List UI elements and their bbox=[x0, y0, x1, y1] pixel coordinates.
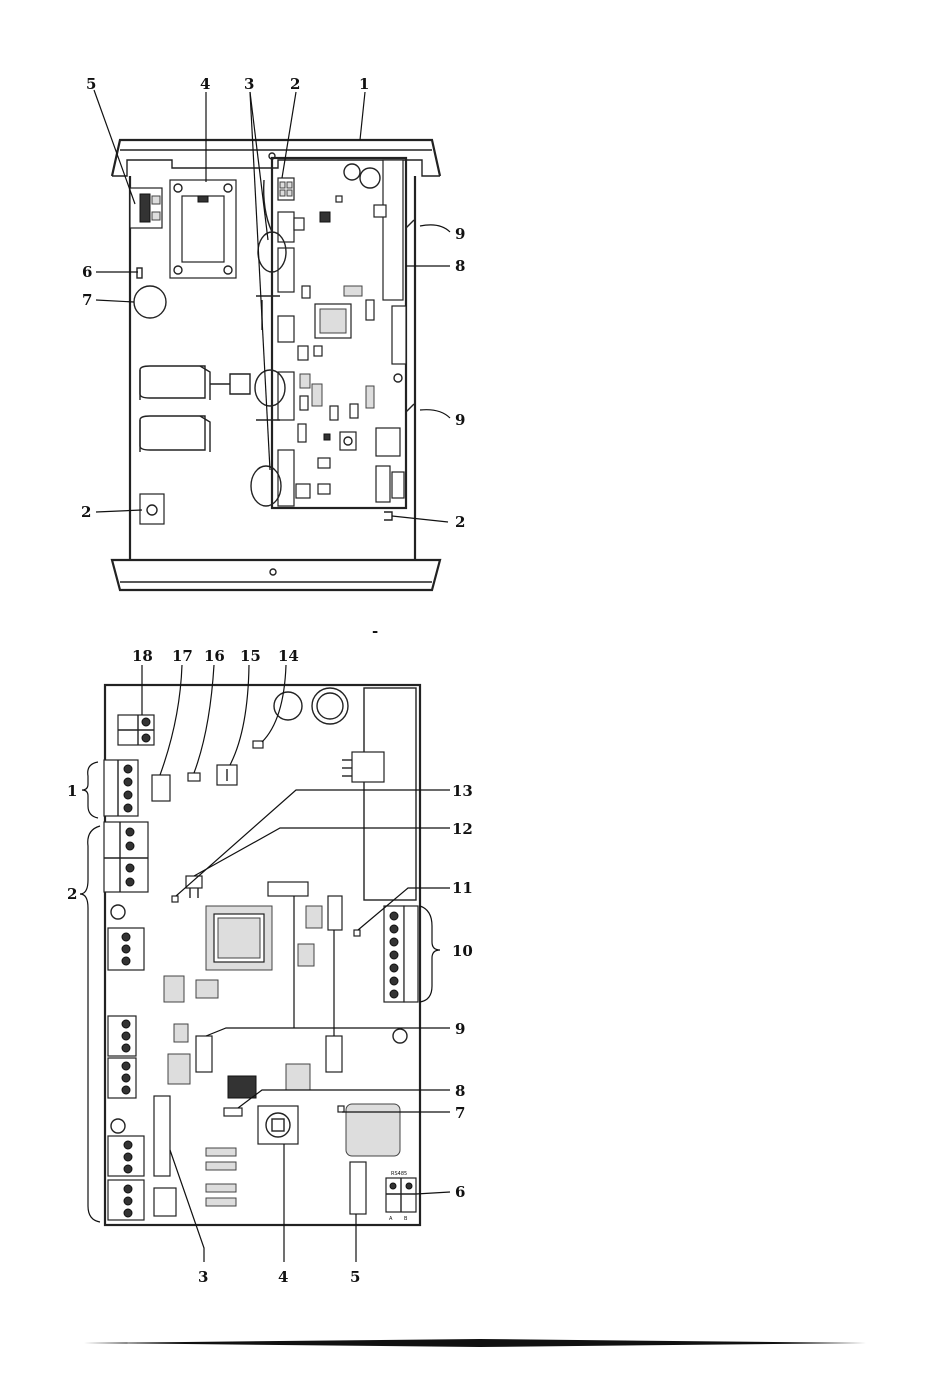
enclosure-bottom-flange bbox=[112, 560, 440, 590]
input-terminals-group-2 bbox=[104, 822, 148, 892]
output-terminals bbox=[108, 928, 144, 1220]
cable-knockout bbox=[134, 286, 166, 318]
transformer bbox=[170, 180, 236, 278]
callout-13: 13 bbox=[452, 782, 473, 800]
dip-switch bbox=[224, 1108, 242, 1116]
enclosure-figure bbox=[94, 90, 450, 590]
callout-17: 17 bbox=[172, 647, 193, 665]
small-slot bbox=[137, 268, 142, 278]
programming-header bbox=[268, 882, 308, 896]
small-jumper bbox=[188, 773, 200, 781]
callout-2: 2 bbox=[81, 503, 91, 521]
standoff-bottom-left bbox=[140, 494, 164, 524]
callout-5: 5 bbox=[350, 1268, 360, 1286]
status-led bbox=[354, 930, 360, 936]
mounting-hole bbox=[111, 905, 125, 919]
rs485-b-label: B bbox=[404, 1216, 408, 1222]
callout-6: 6 bbox=[82, 263, 92, 281]
reader-terminals bbox=[384, 906, 418, 1002]
brace-group-2 bbox=[80, 826, 100, 1222]
ten-pin-header bbox=[350, 1162, 366, 1214]
brace-group-10 bbox=[420, 906, 440, 1002]
callout-9: 9 bbox=[455, 225, 465, 243]
separator-mark: - bbox=[372, 622, 378, 640]
callout-3: 3 bbox=[244, 75, 254, 93]
jumper bbox=[253, 741, 263, 748]
tamper-button bbox=[258, 1106, 298, 1144]
callout-2: 2 bbox=[290, 75, 300, 93]
callout-3: 3 bbox=[198, 1268, 208, 1286]
battery-holders bbox=[140, 366, 210, 452]
callout-6: 6 bbox=[455, 1183, 465, 1201]
brace-group-1 bbox=[82, 762, 98, 818]
callout-1: 1 bbox=[359, 75, 369, 93]
programming-header bbox=[328, 896, 342, 930]
callout-4: 4 bbox=[200, 75, 210, 93]
callout-11: 11 bbox=[452, 879, 473, 897]
four-pin-header bbox=[152, 775, 170, 801]
tamper-switch bbox=[130, 188, 162, 228]
module-slot bbox=[364, 688, 416, 900]
led bbox=[172, 896, 178, 902]
callout-16: 16 bbox=[204, 647, 225, 665]
rs485-label: RS485 bbox=[391, 1171, 407, 1177]
programming-header bbox=[326, 1036, 342, 1072]
callout-2: 2 bbox=[67, 885, 77, 903]
transistor bbox=[186, 876, 202, 888]
callout-1: 1 bbox=[67, 782, 77, 800]
rs485-a-label: A bbox=[389, 1216, 393, 1222]
programming-header bbox=[196, 1036, 212, 1072]
expansion-connector bbox=[154, 1096, 170, 1176]
microcontroller-chip bbox=[206, 906, 272, 970]
callout-4: 4 bbox=[278, 1268, 288, 1286]
callout-10: 10 bbox=[452, 942, 473, 960]
callout-7: 7 bbox=[82, 291, 92, 309]
connector-strip bbox=[392, 306, 406, 364]
callout-12: 12 bbox=[452, 820, 473, 838]
control-board bbox=[272, 158, 406, 508]
input-terminals-group-1 bbox=[104, 760, 138, 816]
callout-2: 2 bbox=[455, 513, 465, 531]
mounting-hole bbox=[270, 569, 276, 575]
callout-15: 15 bbox=[240, 647, 261, 665]
power-led bbox=[338, 1106, 344, 1112]
footer-rule bbox=[84, 1339, 866, 1347]
callout-5: 5 bbox=[86, 75, 96, 93]
callout-14: 14 bbox=[278, 647, 299, 665]
callout-8: 8 bbox=[455, 257, 465, 275]
board-detail-figure: RS485 A B bbox=[80, 665, 450, 1262]
terminal-block bbox=[278, 178, 294, 200]
callout-7: 7 bbox=[455, 1104, 465, 1122]
callout-18: 18 bbox=[132, 647, 153, 665]
callout-8: 8 bbox=[455, 1082, 465, 1100]
callout-9: 9 bbox=[455, 1020, 465, 1038]
power-connector bbox=[118, 715, 154, 745]
rs485-terminal bbox=[386, 1178, 416, 1212]
callout-9: 9 bbox=[455, 411, 465, 429]
